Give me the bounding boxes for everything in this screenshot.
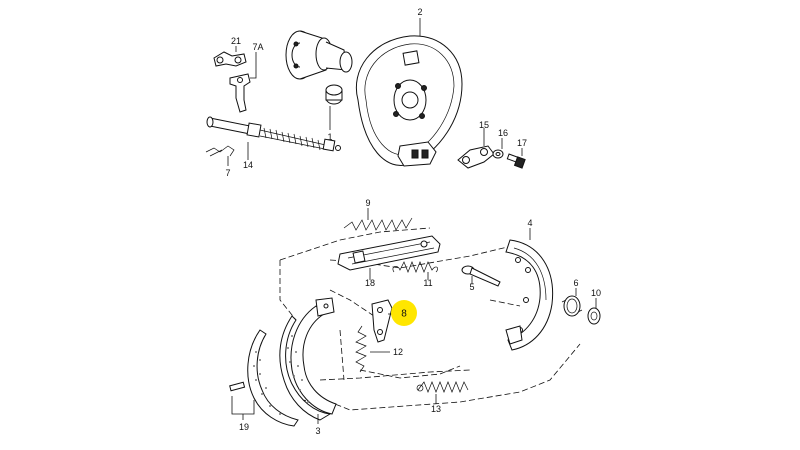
part-7a-bracket (229, 73, 251, 113)
callout-9: 9 (365, 198, 370, 208)
part-1-bush (325, 84, 343, 105)
part-3-brake-shoe (279, 297, 337, 421)
callout-14: 14 (243, 160, 253, 170)
part-wheel-hub (285, 30, 353, 80)
callout-7a: 7A (252, 42, 263, 52)
callout-11: 11 (423, 278, 432, 288)
callout-12: 12 (393, 347, 403, 357)
part-9-spring (343, 217, 413, 231)
part-18-strut (337, 235, 441, 271)
part-15-link (457, 145, 495, 169)
callout-13: 13 (431, 404, 441, 414)
callout-8[interactable]: 8 (401, 309, 407, 320)
callout-6: 6 (573, 278, 578, 288)
part-10-cap (587, 307, 601, 325)
part-7-clip (205, 145, 235, 157)
callout-1: 1 (327, 132, 332, 142)
callout-2: 2 (417, 7, 422, 17)
part-4-brake-shoe (505, 239, 554, 351)
part-21-clip (213, 51, 247, 67)
highlight-marker[interactable] (391, 300, 417, 326)
callout-7: 7 (225, 168, 230, 178)
callout-21: 21 (231, 36, 241, 46)
callout-19: 19 (239, 422, 249, 432)
callout-10: 10 (591, 288, 601, 298)
callout-15: 15 (479, 120, 489, 130)
part-5-pin (461, 265, 501, 287)
callout-17: 17 (517, 138, 527, 148)
part-2-backing-plate (356, 35, 463, 167)
callout-16: 16 (498, 128, 508, 138)
callout-4: 4 (527, 218, 532, 228)
callout-3: 3 (315, 426, 320, 436)
part-13-spring (416, 381, 469, 393)
part-19-lining (229, 329, 299, 427)
callout-18: 18 (365, 278, 375, 288)
part-14-cable (206, 116, 341, 152)
part-8-lever (371, 299, 393, 343)
part-11-spring (392, 261, 438, 273)
part-12-spring (355, 325, 367, 373)
part-6-spring (561, 295, 583, 317)
callout-5: 5 (469, 282, 474, 292)
part-16-washer (492, 149, 504, 159)
part-17-bolt (506, 153, 526, 169)
